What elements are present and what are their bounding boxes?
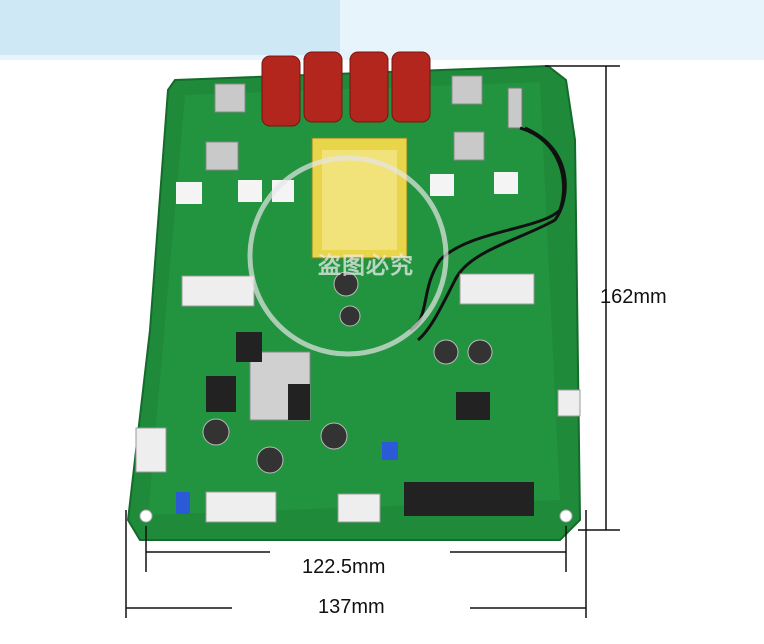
height-dimension-label: 162mm	[600, 286, 667, 308]
connectors	[135, 273, 581, 523]
watermark-main-text: 盗图必究	[318, 253, 414, 279]
pads	[205, 75, 485, 171]
inner-width-dimension-label: 122.5mm	[302, 556, 386, 578]
transformer	[311, 137, 408, 259]
elec-caps	[202, 271, 493, 474]
watermark-circle	[247, 155, 449, 357]
dimension-lines	[125, 65, 620, 618]
outer-width-dimension-label: 137mm	[318, 596, 385, 618]
capacitors	[261, 51, 431, 127]
